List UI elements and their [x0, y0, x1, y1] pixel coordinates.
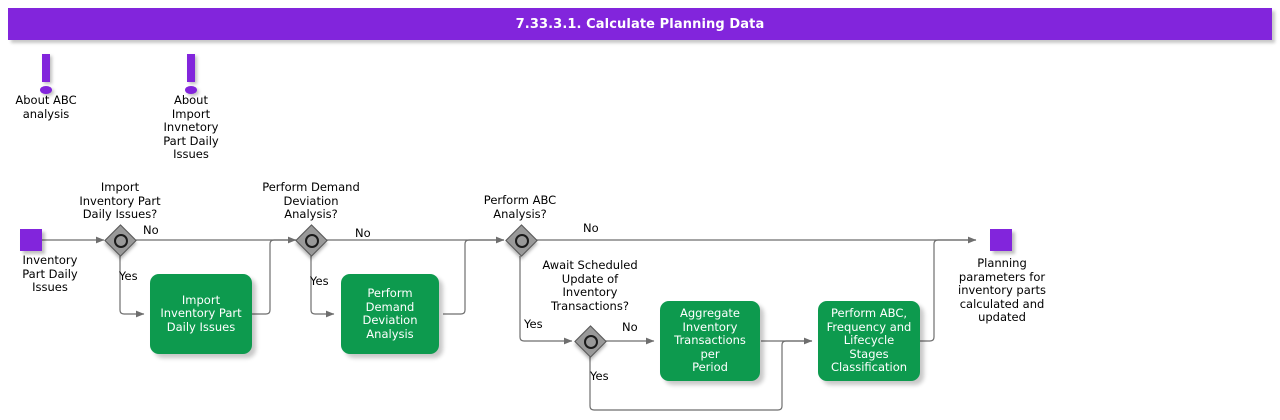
edge-label-yes-1: Yes: [119, 269, 138, 283]
diagram-title-bar: 7.33.3.1. Calculate Planning Data: [8, 8, 1272, 40]
task-demand-deviation-label: Perform Demand Deviation Analysis: [362, 286, 418, 341]
gateway-ring-icon: [114, 234, 128, 248]
start-event[interactable]: [20, 229, 42, 251]
gateway-await-scheduled-label: Await Scheduled Update of Inventory Tran…: [542, 258, 638, 313]
gateway-ring-icon: [584, 335, 598, 349]
gateway-demand-deviation[interactable]: [295, 224, 328, 257]
gateway-perform-abc[interactable]: [505, 224, 538, 257]
task-demand-deviation[interactable]: Perform Demand Deviation Analysis: [341, 274, 439, 354]
task-aggregate[interactable]: Aggregate Inventory Transactions per Per…: [660, 301, 760, 381]
page-title: 7.33.3.1. Calculate Planning Data: [515, 16, 765, 32]
exclamation-dot-icon: [185, 86, 197, 94]
edge-label-no-2: No: [355, 226, 371, 240]
edge-label-yes-2: Yes: [310, 274, 329, 288]
exclamation-icon: [42, 54, 50, 82]
edge-label-no-1: No: [143, 223, 159, 237]
annotation-about-import-label: About Import Invnetory Part Daily Issues: [163, 93, 219, 161]
gateway-ring-icon: [515, 234, 529, 248]
gateway-ring-icon: [305, 234, 319, 248]
edge-label-no-3: No: [583, 221, 599, 235]
edge-label-yes-4: Yes: [590, 369, 609, 383]
start-event-label: Inventory Part Daily Issues: [22, 253, 78, 294]
edge-task1-to-main: [252, 239, 296, 315]
task-classification-label: Perform ABC, Frequency and Lifecycle Sta…: [826, 306, 912, 375]
edge-gw1-yes-to-task1: [119, 256, 145, 318]
annotation-about-import: [181, 54, 201, 96]
gateway-await-scheduled[interactable]: [574, 325, 607, 358]
end-event[interactable]: [990, 229, 1012, 251]
gateway-perform-abc-label: Perform ABC Analysis?: [483, 193, 557, 221]
edge-label-no-4: No: [622, 320, 638, 334]
task-aggregate-label: Aggregate Inventory Transactions per Per…: [674, 306, 746, 375]
exclamation-dot-icon: [40, 86, 52, 94]
gateway-import-ipdi-label: Import Inventory Part Daily Issues?: [79, 180, 161, 221]
task-import-ipdi[interactable]: Import Inventory Part Daily Issues: [150, 274, 252, 354]
gateway-import-ipdi[interactable]: [104, 224, 137, 257]
annotation-about-abc-label: About ABC analysis: [15, 93, 77, 121]
gateway-demand-deviation-label: Perform Demand Deviation Analysis?: [262, 180, 360, 221]
edge-task2-to-main: [443, 239, 504, 315]
end-event-label: Planning parameters for inventory parts …: [958, 256, 1046, 324]
edge-label-yes-3: Yes: [524, 317, 543, 331]
task-import-ipdi-label: Import Inventory Part Daily Issues: [160, 292, 242, 334]
exclamation-icon: [187, 54, 195, 82]
annotation-about-abc: [36, 54, 56, 96]
task-classification[interactable]: Perform ABC, Frequency and Lifecycle Sta…: [818, 301, 920, 381]
